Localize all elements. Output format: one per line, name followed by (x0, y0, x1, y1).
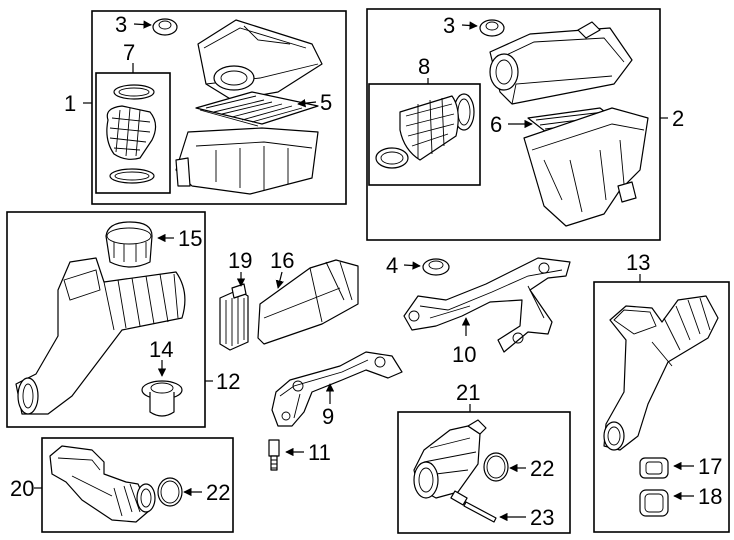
resonator-part-15 (105, 221, 153, 268)
callout-3b: 3 (443, 13, 455, 38)
grommet-part-14 (141, 380, 183, 417)
group-box-13: 13 17 18 (593, 250, 730, 533)
callout-21: 21 (456, 380, 480, 405)
group-box-2: 2 8 3 (366, 8, 684, 241)
box-frame-21 (397, 411, 571, 534)
duct-part-13 (603, 295, 719, 451)
callout-22a: 22 (206, 480, 230, 505)
callout-4: 4 (386, 253, 398, 278)
callout-10: 10 (452, 342, 476, 367)
box-frame-12 (6, 211, 206, 428)
callout-6: 6 (490, 112, 502, 137)
callout-1: 1 (64, 91, 76, 116)
box-frame-20 (41, 437, 234, 533)
callout-9: 9 (322, 404, 334, 429)
callout-22b: 22 (530, 456, 554, 481)
housing-cover-1 (197, 19, 323, 101)
group-box-20: 20 22 (10, 437, 234, 533)
seal-part-17 (639, 457, 669, 479)
callout-17: 17 (698, 454, 722, 479)
grommet-part-4 (422, 258, 450, 276)
group-box-21: 21 22 23 (397, 380, 571, 534)
box-frame-1 (91, 10, 347, 205)
duct-part-20 (49, 445, 156, 523)
sensor-part-23 (450, 490, 497, 523)
boot-part-7 (106, 84, 157, 184)
sensor-housing-part-21 (413, 419, 487, 499)
stud-part-11 (268, 439, 280, 471)
bracket-part-10 (403, 257, 571, 353)
callout-12: 12 (216, 369, 240, 394)
callout-3a: 3 (115, 12, 127, 37)
box-frame-8 (368, 83, 481, 186)
clamp-part-22b (483, 452, 509, 482)
callout-19: 19 (228, 248, 252, 273)
callout-15: 15 (178, 226, 202, 251)
callout-18: 18 (698, 484, 722, 509)
housing-cover-2 (489, 21, 633, 105)
box-frame-2 (366, 8, 661, 241)
cap-part-3b (479, 19, 505, 37)
duct-part-16 (257, 259, 359, 345)
callout-5: 5 (320, 90, 332, 115)
housing-lower-1 (175, 127, 319, 195)
callout-8: 8 (418, 54, 430, 79)
cap-part-3a (152, 18, 178, 36)
seal-part-18 (639, 489, 669, 517)
callout-13: 13 (626, 250, 650, 275)
callout-23: 23 (530, 505, 554, 530)
callout-2: 2 (672, 106, 684, 131)
duct-part-12 (15, 257, 186, 415)
callout-7: 7 (123, 40, 135, 65)
callout-14: 14 (149, 337, 173, 362)
clamp-part-22a (157, 477, 183, 507)
filter-part-5 (195, 91, 319, 127)
group-box-1: 1 7 3 (64, 10, 347, 205)
box-frame-13 (593, 281, 730, 533)
group-box-12: 12 15 14 (6, 211, 240, 428)
callout-16: 16 (270, 248, 294, 273)
seal-part-19 (219, 283, 249, 351)
housing-lower-2 (523, 107, 649, 227)
bracket-part-9 (271, 351, 403, 427)
callout-20: 20 (10, 476, 34, 501)
boot-part-8 (375, 93, 475, 169)
callout-11: 11 (308, 440, 331, 465)
